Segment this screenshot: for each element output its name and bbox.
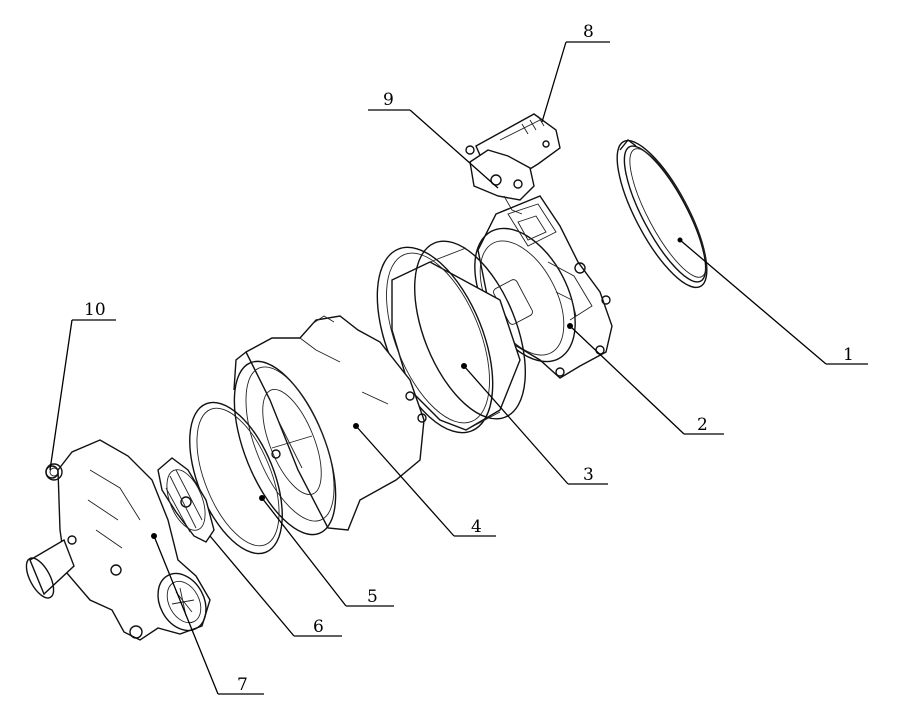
callout-label-6: 6 <box>313 617 324 637</box>
callout-label-3: 3 <box>583 465 594 485</box>
callout-label-8: 8 <box>583 22 594 42</box>
callout-label-1: 1 <box>843 345 854 365</box>
callout-3 <box>461 363 608 485</box>
callout-9 <box>368 109 499 189</box>
callout-label-2: 2 <box>697 415 708 435</box>
callout-label-4: 4 <box>471 517 482 537</box>
callout-label-9: 9 <box>383 90 394 110</box>
callout-label-10: 10 <box>84 300 106 320</box>
part-4-motor-body <box>233 315 427 536</box>
callout-label-7: 7 <box>237 675 248 695</box>
callout-5 <box>259 495 394 607</box>
part-10-bolt <box>45 463 63 481</box>
callout-label-5: 5 <box>367 587 378 607</box>
part-1-seal-ring <box>616 139 708 289</box>
callout-8 <box>541 41 610 123</box>
callout-2 <box>567 323 724 435</box>
callout-1 <box>677 237 868 365</box>
part-3-ring-spacer <box>376 240 527 434</box>
callout-4 <box>353 423 496 537</box>
callout-6 <box>209 535 342 637</box>
part-9-connector <box>465 145 535 215</box>
callout-10 <box>49 319 116 471</box>
callout-7 <box>151 533 264 695</box>
